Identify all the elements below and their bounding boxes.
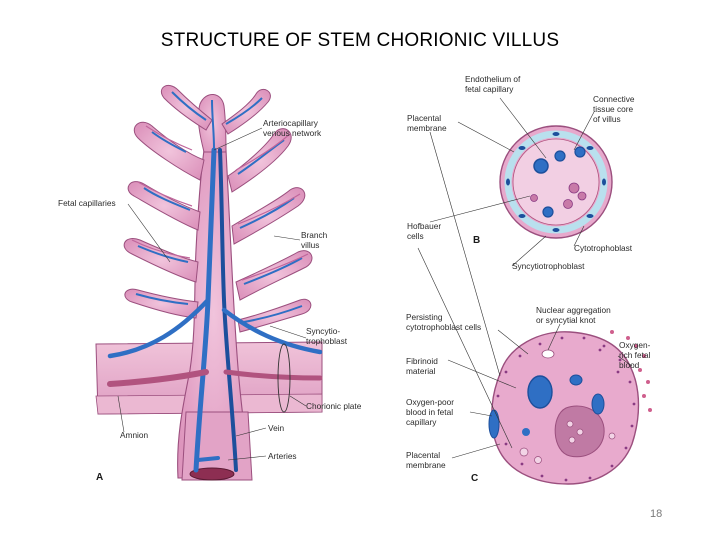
label-persisting-1: Persisting	[406, 312, 443, 322]
panel-a-letter: A	[96, 472, 103, 483]
page-number: 18	[650, 508, 663, 520]
label-persisting-2: cytotrophoblast cells	[406, 322, 481, 332]
label-oxygen-poor-1: Oxygen-poor	[406, 397, 454, 407]
label-oxygen-rich-3: blood	[619, 360, 640, 370]
main-vessels	[107, 147, 323, 473]
label-placental-membrane-c-2: membrane	[406, 460, 446, 470]
label-placental-membrane-b-1: Placental	[407, 113, 441, 123]
label-hofbauer-2: cells	[407, 231, 424, 241]
panel-b-connective-core	[512, 138, 600, 226]
panel-a-leaders	[117, 127, 307, 461]
label-oxygen-rich-1: Oxygen-	[619, 340, 651, 350]
label-amnion: Amnion	[120, 430, 149, 440]
panel-b-leaders	[429, 97, 595, 267]
panel-c-letter: C	[471, 473, 478, 484]
label-fibrinoid-1: Fibrinoid	[406, 356, 438, 366]
panel-b-hofbauer-cells	[530, 182, 587, 209]
label-arteries: Arteries	[268, 451, 297, 461]
label-arteriocapillary-2: venous network	[263, 128, 322, 138]
label-vein: Vein	[268, 423, 285, 433]
label-nuclear-aggregation-2: or syncytial knot	[536, 315, 596, 325]
fetal-capillary-loops	[135, 91, 303, 323]
label-chorionic-plate: Chorionic plate	[306, 401, 362, 411]
label-endothelium-2: fetal capillary	[465, 84, 514, 94]
panel-b-cross-section: Endothelium of fetal capillary Connectiv…	[407, 74, 635, 271]
label-cytotrophoblast: Cytotrophoblast	[574, 243, 633, 253]
label-connective-2: tissue core	[593, 104, 634, 114]
label-syncytio-2: trophoblast	[306, 336, 348, 346]
label-branch-villus-2: villus	[301, 240, 319, 250]
label-placental-membrane-b-2: membrane	[407, 123, 447, 133]
panel-c-cross-section: Nuclear aggregation or syncytial knot Pe…	[406, 131, 652, 485]
chorionic-plate-ring	[277, 343, 291, 413]
label-endothelium-1: Endothelium of	[465, 74, 521, 84]
label-oxygen-rich-2: rich fetal	[619, 350, 651, 360]
panel-c-syncytial-knot	[541, 349, 555, 359]
label-fetal-capillaries: Fetal capillaries	[58, 198, 116, 208]
label-branch-villus-1: Branch	[301, 230, 328, 240]
capillary-pink-loops	[131, 125, 309, 281]
panel-b-letter: B	[473, 235, 480, 246]
label-connective-3: of villus	[593, 114, 621, 124]
panel-a-villous-tree: Arteriocapillary venous network Fetal ca…	[58, 85, 362, 483]
label-syncytiotrophoblast: Syncytiotrophoblast	[512, 261, 585, 271]
label-arteriocapillary-1: Arteriocapillary	[263, 118, 319, 128]
panel-c-cells	[519, 420, 616, 464]
label-fibrinoid-2: material	[406, 366, 436, 376]
panel-c-leaders	[417, 131, 633, 459]
panel-b-capillaries	[533, 146, 586, 218]
label-oxygen-poor-3: capillary	[406, 417, 437, 427]
label-connective-1: Connective	[593, 94, 635, 104]
panel-c-maternal-blood	[610, 330, 652, 412]
label-oxygen-poor-2: blood in fetal	[406, 407, 453, 417]
stem-cut-end	[189, 467, 235, 481]
label-placental-membrane-c-1: Placental	[406, 450, 440, 460]
label-hofbauer-1: Hofbauer	[407, 221, 441, 231]
label-syncytio-1: Syncytio-	[306, 326, 340, 336]
panel-b-ring-nuclei	[506, 132, 606, 232]
label-nuclear-aggregation-1: Nuclear aggregation	[536, 305, 611, 315]
slide-title: STRUCTURE OF STEM CHORIONIC VILLUS	[160, 30, 560, 51]
